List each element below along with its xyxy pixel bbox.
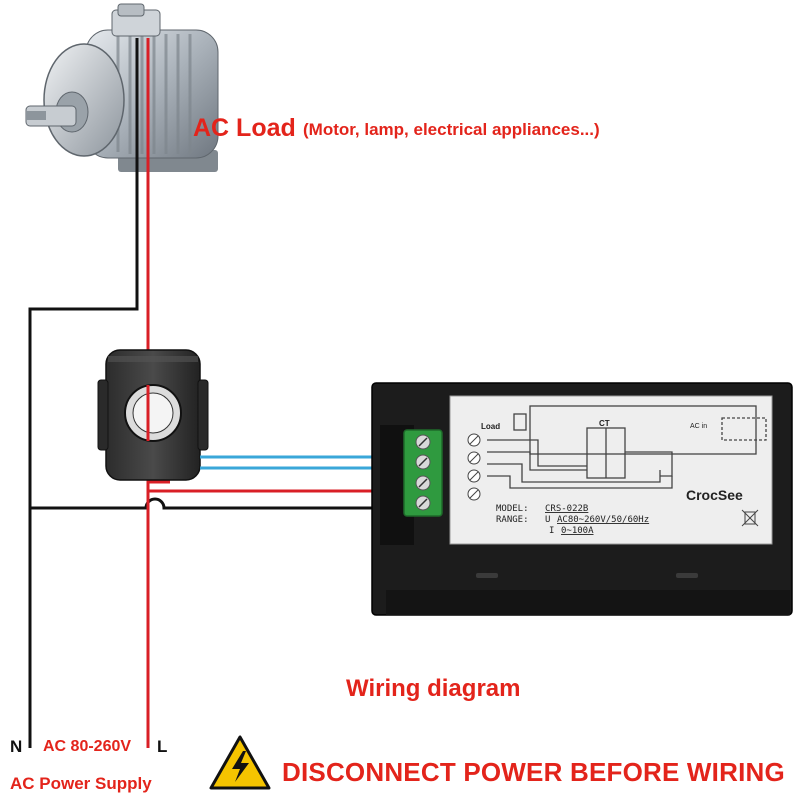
power-supply-caption: AC Power Supply — [10, 774, 152, 793]
meter-model-label: MODEL: — [496, 504, 529, 514]
meter-i-symbol: I — [549, 526, 554, 536]
high-voltage-warning-icon — [209, 735, 271, 790]
meter-ac-in-label: AC in — [690, 423, 707, 430]
warning-text: DISCONNECT POWER BEFORE WIRING — [282, 757, 785, 787]
meter-u-range: AC80~260V/50/60Hz — [557, 515, 649, 525]
supply-voltage-label: AC 80-260V — [43, 738, 132, 755]
meter-load-label: Load — [481, 422, 500, 431]
load-title: AC Load — [193, 114, 296, 142]
meter-i-range: 0~100A — [561, 526, 594, 536]
current-transformer-icon — [97, 349, 209, 481]
neutral-label: N — [10, 737, 23, 756]
meter-brand: CrocSee — [686, 487, 743, 503]
motor-icon — [25, 3, 219, 172]
meter-ct-label: CT — [599, 419, 610, 428]
load-subtitle: (Motor, lamp, electrical appliances...) — [303, 120, 600, 139]
meter-u-symbol: U — [545, 515, 550, 525]
diagram-title: Wiring diagram — [346, 675, 521, 702]
neutral-wire — [28, 38, 412, 748]
recycle-bin-icon — [741, 509, 759, 527]
terminal-block — [403, 429, 443, 517]
live-label: L — [157, 737, 168, 756]
meter-range-label: RANGE: — [496, 515, 529, 525]
power-meter-icon: Load CT AC in CrocSee MODEL: CRS-022B RA… — [371, 382, 793, 616]
meter-model-value: CRS-022B — [545, 504, 588, 514]
